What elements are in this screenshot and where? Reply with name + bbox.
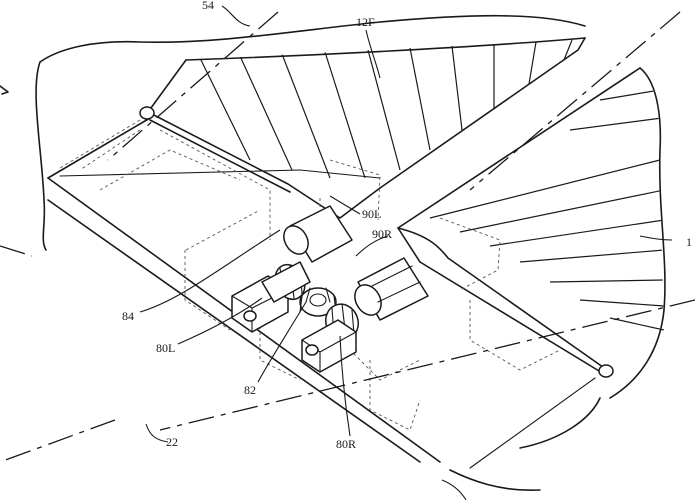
reference-labels: 54 12F 90L 90R 1 84 80L 82 80R 22 (122, 0, 692, 451)
label-54: 54 (202, 0, 214, 12)
label-84: 84 (122, 309, 134, 323)
centerlines (0, 11, 695, 463)
label-82: 82 (244, 383, 256, 397)
right-panel (397, 67, 664, 378)
left-panel-12f (139, 37, 586, 219)
label-1: 1 (686, 235, 692, 249)
hinge-mechanism (231, 205, 429, 373)
label-80l: 80L (156, 341, 175, 355)
hidden-lines (59, 119, 561, 431)
label-12f: 12F (356, 15, 375, 29)
leader-lines (139, 5, 673, 500)
label-90r: 90R (372, 227, 392, 241)
label-80r: 80R (336, 437, 356, 451)
arrow-mark (0, 85, 9, 95)
label-90l: 90L (362, 207, 381, 221)
label-22: 22 (166, 435, 178, 449)
bottom-break-outline (449, 397, 601, 491)
